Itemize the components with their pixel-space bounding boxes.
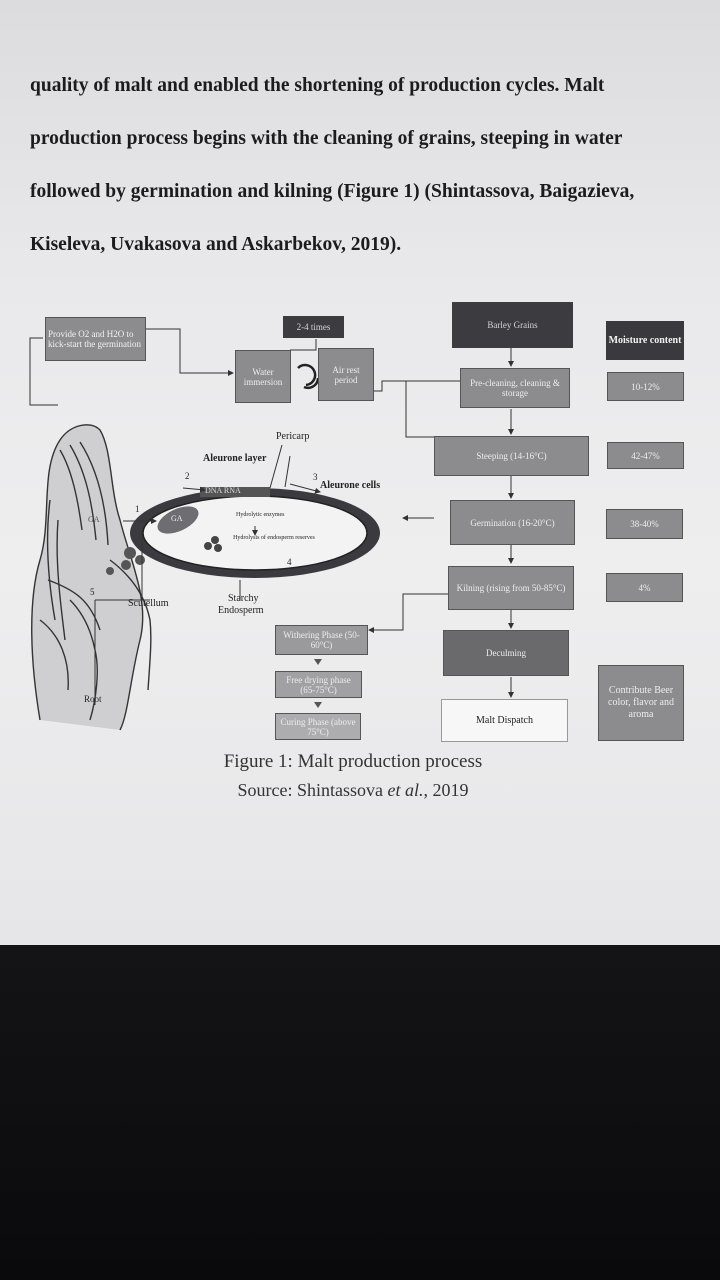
moisture-header: Moisture content — [608, 334, 682, 346]
aleurone-layer-label: Aleurone layer — [203, 453, 267, 464]
background-surface — [0, 945, 720, 1280]
document-page — [0, 0, 720, 945]
moisture-value: 38-40% — [606, 509, 683, 539]
step-number: 3 — [313, 472, 318, 482]
moisture-header-bg — [606, 321, 684, 360]
hydrolytic-enzymes-label: Hydrolytic enzymes — [236, 512, 285, 518]
scutellum-label: Scutellum — [128, 598, 169, 609]
aleurone-cells-label: Aleurone cells — [320, 480, 381, 491]
body-paragraph: quality of malt and enabled the shorteni… — [30, 66, 698, 278]
process-arrows — [29, 328, 514, 698]
starchy-label: Starchy — [228, 593, 259, 604]
steeping-box: Steeping (14-16°C) — [434, 436, 589, 476]
paragraph-line: Kiseleva, Uvakasova and Askarbekov, 2019… — [30, 234, 402, 255]
malt-process-figure: Provide O2 and H2O to kick-start the ger… — [0, 302, 713, 801]
embryo-dots — [106, 547, 145, 575]
germination-box: Germination (16-20°C) — [450, 500, 575, 545]
contribute-box: Contribute Beer color, flavor and aroma — [598, 665, 684, 741]
steep-cycle-count-box: 2-4 times — [283, 316, 344, 338]
source-suffix: , 2019 — [423, 780, 469, 800]
germinating-grain-drawing — [31, 424, 152, 731]
precleaning-box: Pre-cleaning, cleaning & storage — [460, 368, 570, 408]
root-label: Root — [84, 694, 102, 704]
endosperm-label: Endosperm — [218, 605, 264, 616]
ga-scutellum-label: GA — [88, 515, 100, 524]
figure-source: Source: Shintassova et al., 2019 — [0, 780, 713, 801]
kilning-box: Kilning (rising from 50-85°C) — [448, 566, 574, 610]
step-number: 5 — [90, 587, 95, 597]
pericarp-label: Pericarp — [276, 431, 310, 442]
paragraph-line: production process begins with the clean… — [30, 128, 623, 149]
step-number: 1 — [135, 504, 140, 514]
deculming-box: Deculming — [443, 630, 569, 676]
source-prefix: Source: Shintassova — [237, 780, 388, 800]
curing-phase-box: Curing Phase (above 75°C) — [275, 713, 361, 740]
moisture-value: 10-12% — [607, 372, 684, 401]
paragraph-line: quality of malt and enabled the shorteni… — [30, 75, 605, 96]
source-etal: et al. — [387, 780, 424, 800]
free-drying-phase-box: Free drying phase (65-75°C) — [275, 671, 362, 698]
phase-arrows — [314, 659, 322, 708]
provide-oxygen-box: Provide O2 and H2O to kick-start the ger… — [45, 317, 146, 361]
figure-caption: Figure 1: Malt production process — [223, 751, 483, 772]
moisture-value: 42-47% — [607, 442, 684, 469]
paragraph-line: followed by germination and kilning (Fig… — [30, 181, 635, 202]
cycle-icon — [297, 363, 320, 390]
grain-arrows — [94, 444, 321, 705]
moisture-value: 4% — [606, 573, 683, 602]
water-immersion-box: Water immersion — [235, 350, 291, 403]
ga-embryo-label: GA — [171, 514, 183, 523]
step-number: 2 — [185, 471, 190, 481]
malt-dispatch-box: Malt Dispatch — [441, 699, 568, 742]
hydrolysis-label: Hydrolysis of endosperm reserves — [233, 535, 315, 541]
step-number: 4 — [287, 557, 292, 567]
barley-grains-box: Barley Grains — [452, 302, 573, 348]
air-rest-box: Air rest period — [318, 348, 374, 401]
dna-rna-label: DNA RNA — [205, 486, 241, 495]
withering-phase-box: Withering Phase (50-60°C) — [275, 625, 368, 655]
figure-drawing — [29, 321, 684, 731]
